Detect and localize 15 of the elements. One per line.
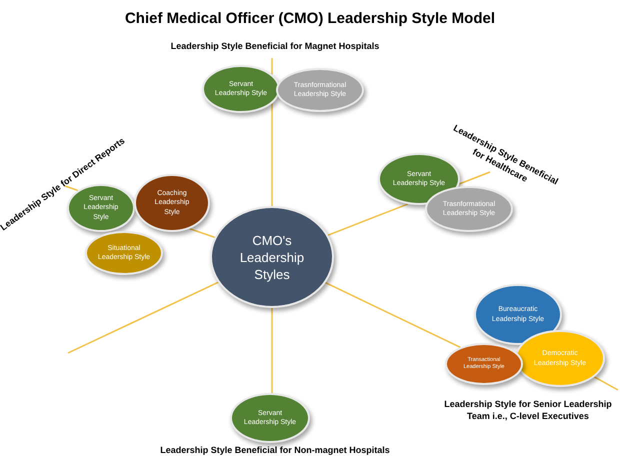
connector-line xyxy=(325,282,461,348)
connector-line xyxy=(271,104,273,206)
branch-label: Leadership Style for Senior Leadership Team i.e., C-level Executives xyxy=(436,398,620,422)
connector-line xyxy=(594,376,618,391)
center-ellipse: CMO's Leadership Styles xyxy=(210,206,334,308)
diagram-title: Chief Medical Officer (CMO) Leadership Style Model xyxy=(124,9,496,29)
branch-label: Leadership Style Beneficial for Non-magnet Hospitals xyxy=(159,444,391,456)
branch-label: Leadership Style Beneficial for Magnet Hospitals xyxy=(140,40,410,52)
connector-line xyxy=(271,308,273,394)
connector-line xyxy=(68,282,218,354)
connector-line xyxy=(328,203,408,236)
connector-line xyxy=(458,171,490,185)
connector-line xyxy=(271,58,273,74)
connector-line xyxy=(189,228,216,238)
connector-line xyxy=(64,185,78,192)
